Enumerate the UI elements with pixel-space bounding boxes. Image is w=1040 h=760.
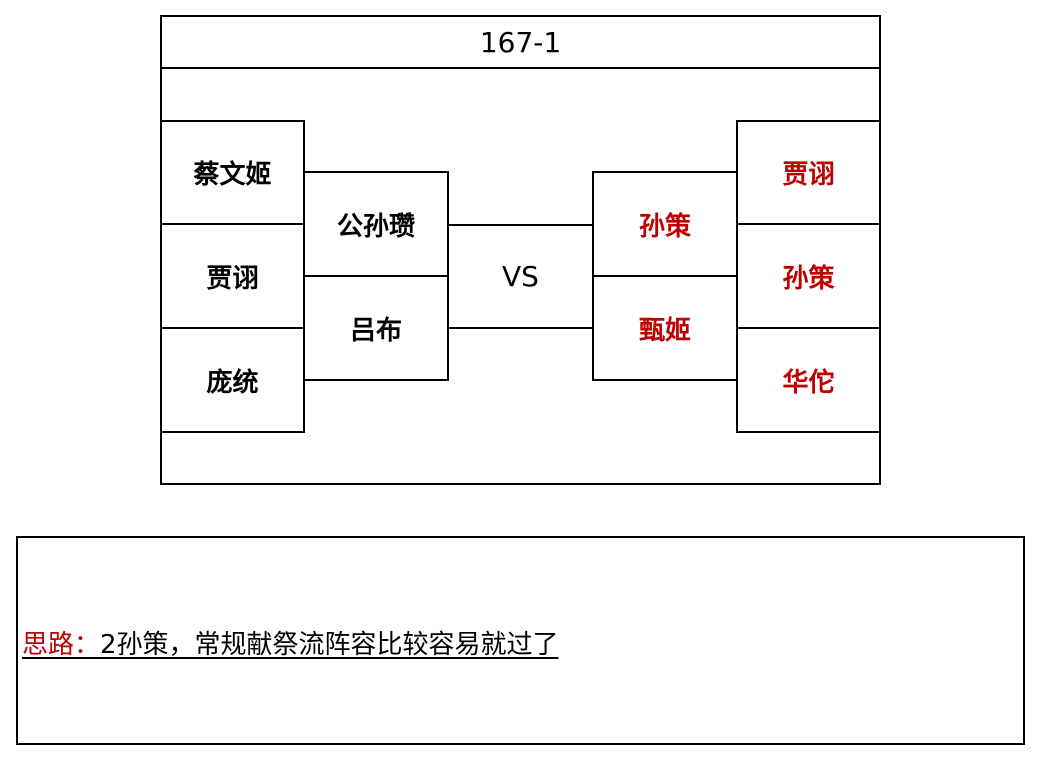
right-outer-hero-3: 华佗 bbox=[736, 327, 881, 433]
right-inner-hero-1: 孙策 bbox=[592, 171, 738, 277]
note-line: 思路：2孙策，常规献祭流阵容比较容易就过了 bbox=[22, 624, 559, 661]
right-inner-hero-2: 甄姬 bbox=[592, 275, 738, 381]
connector-line-top bbox=[447, 224, 593, 226]
vs-label: VS bbox=[502, 259, 539, 293]
left-inner-hero-2: 吕布 bbox=[303, 275, 449, 381]
left-outer-hero-2: 贾诩 bbox=[160, 223, 305, 329]
note-text: 2孙策，常规献祭流阵容比较容易就过了 bbox=[100, 630, 559, 660]
note-box: 思路：2孙策，常规献祭流阵容比较容易就过了 bbox=[16, 536, 1025, 745]
diagram-title: 167-1 bbox=[160, 15, 881, 69]
connector-line-bottom bbox=[447, 327, 593, 329]
note-prefix: 思路： bbox=[22, 630, 101, 660]
right-outer-hero-1: 贾诩 bbox=[736, 120, 881, 225]
left-outer-hero-1: 蔡文姬 bbox=[160, 120, 305, 225]
right-outer-hero-2: 孙策 bbox=[736, 223, 881, 329]
left-outer-hero-3: 庞统 bbox=[160, 327, 305, 433]
left-inner-hero-1: 公孙瓒 bbox=[303, 171, 449, 277]
